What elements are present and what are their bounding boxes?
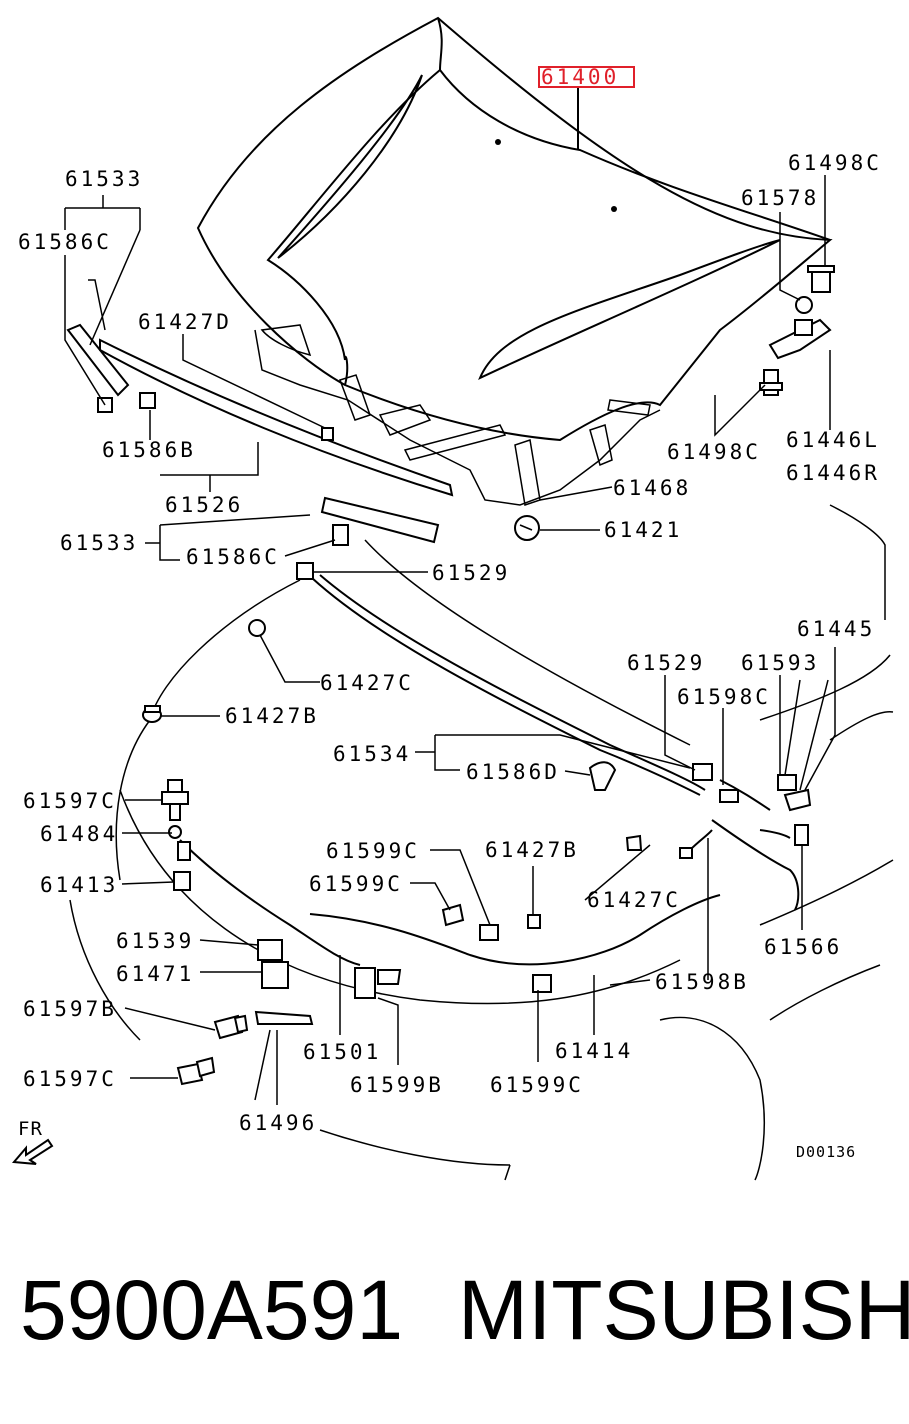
- callout-61427b: 61427B: [225, 704, 319, 728]
- callout-61484: 61484: [40, 822, 118, 846]
- callout-61445: 61445: [797, 617, 875, 641]
- callout-61597c: 61597C: [23, 789, 117, 813]
- callout-61414: 61414: [555, 1039, 633, 1063]
- callout-61534: 61534: [333, 742, 411, 766]
- reference-code: D00136: [796, 1143, 856, 1161]
- callout-61427c-center: 61427C: [587, 888, 681, 912]
- callout-61501: 61501: [303, 1040, 381, 1064]
- callout-61427b-center: 61427B: [485, 838, 579, 862]
- callout-61599c-lower: 61599C: [490, 1073, 584, 1097]
- callout-61533: 61533: [65, 167, 143, 191]
- callout-61599c-second: 61599C: [309, 872, 403, 896]
- part-number: 5900A591: [20, 1263, 404, 1357]
- callout-61599b: 61599B: [350, 1073, 444, 1097]
- callout-61529: 61529: [432, 561, 510, 585]
- bumper-stops: [142, 427, 643, 929]
- callout-61593: 61593: [741, 651, 819, 675]
- part-caption: 5900A591 MITSUBISHI: [20, 1262, 909, 1382]
- bolts: [161, 779, 249, 1086]
- callout-61529-right: 61529: [627, 651, 705, 675]
- brand-name: MITSUBISHI: [458, 1263, 909, 1357]
- callout-61498c: 61498C: [788, 151, 882, 175]
- callout-61539: 61539: [116, 929, 194, 953]
- callout-61598b: 61598B: [655, 970, 749, 994]
- callout-61586b: 61586B: [102, 438, 196, 462]
- callout-61446l: 61446L: [786, 428, 880, 452]
- callout-61413: 61413: [40, 873, 118, 897]
- callout-labels: 61400 61533 61586C 61498C 61578 61427D 6…: [18, 65, 882, 1161]
- callout-61586c-lower: 61586C: [186, 545, 280, 569]
- callout-61427c: 61427C: [320, 671, 414, 695]
- leader-lines: [64, 87, 836, 1105]
- hood-panel: [196, 16, 833, 506]
- callout-61578: 61578: [741, 186, 819, 210]
- front-direction-arrow: [11, 1138, 54, 1165]
- callout-61598c: 61598C: [677, 685, 771, 709]
- callout-61446r: 61446R: [786, 461, 880, 485]
- callout-61597b: 61597B: [23, 997, 117, 1021]
- front-label: FR: [18, 1118, 43, 1140]
- highlight-box: [538, 66, 635, 88]
- callout-61468: 61468: [613, 476, 691, 500]
- callout-61496: 61496: [239, 1111, 317, 1135]
- callout-61498c-lower: 61498C: [667, 440, 761, 464]
- callout-61427d: 61427D: [138, 310, 232, 334]
- long-hood-seal: [311, 539, 713, 796]
- callout-61471: 61471: [116, 962, 194, 986]
- front-seal: [296, 496, 540, 580]
- callout-61421: 61421: [604, 518, 682, 542]
- callout-61599c: 61599C: [326, 839, 420, 863]
- callout-61566: 61566: [764, 935, 842, 959]
- callout-61586d: 61586D: [466, 760, 560, 784]
- callout-61526: 61526: [165, 493, 243, 517]
- callout-61533-lower: 61533: [60, 531, 138, 555]
- callout-61586c: 61586C: [18, 230, 112, 254]
- hood-hinge: [759, 265, 835, 396]
- hood-side-seal: [66, 279, 454, 497]
- callout-61400: 61400: [541, 65, 619, 89]
- callout-61597c-lower: 61597C: [23, 1067, 117, 1091]
